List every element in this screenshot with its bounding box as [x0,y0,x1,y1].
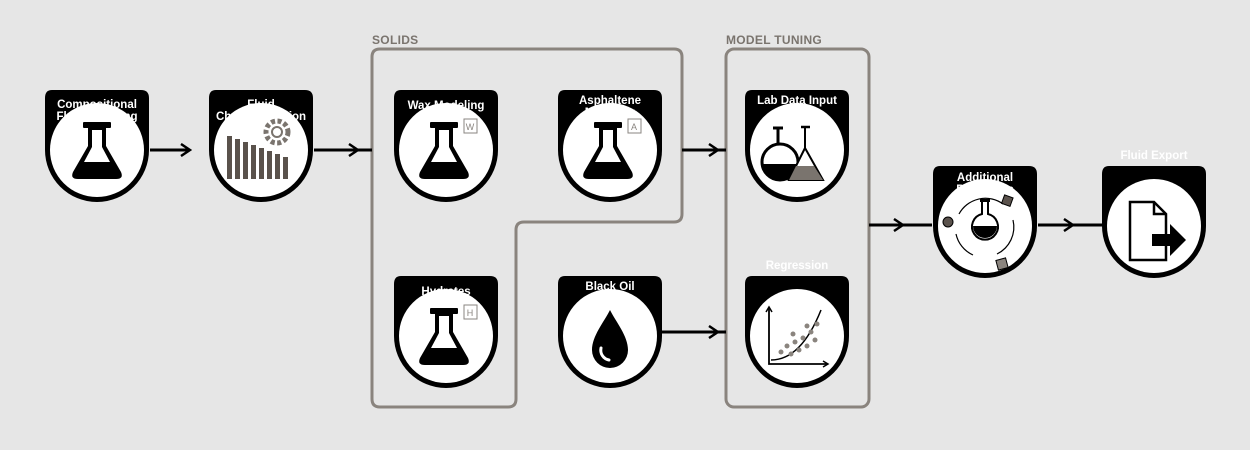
node-title-line2: Processes [956,184,1014,196]
file-export-icon [1128,200,1186,262]
node-regression[interactable]: Regression [745,260,849,388]
solids-group-label: SOLIDS [372,33,418,47]
cycle-flask-icon [942,194,1015,271]
solids-group-border [370,47,684,409]
node-black-oil-fluids[interactable]: Black Oil Fluids [558,276,662,388]
node-title-line1: Hydrates [421,286,470,298]
node-title-line1: Regression [766,260,829,272]
node-title-line1: Black Oil [585,281,634,293]
node-title-line2: Fluids [593,293,627,305]
node-title-line2: and QC [777,107,818,119]
node-title-line1: Lab Data Input [757,95,837,107]
bar-chart-gear-icon [227,118,291,179]
svg-text:W: W [466,122,475,132]
node-title-line2: Fluid Modeling [56,111,137,123]
node-title-line2: Characterization [216,111,306,123]
svg-text:A: A [631,122,637,132]
node-title-line1: Wax Modeling [408,100,485,112]
model-tuning-group-label: MODEL TUNING [726,33,822,47]
lab-glassware-icon [760,125,825,182]
scatter-regression-icon [765,305,830,368]
node-title-line2: Modeling [585,107,635,119]
node-hydrates[interactable]: Hydrates H [394,276,498,388]
node-compositional-fluid-modeling[interactable]: Compositional Fluid Modeling [45,90,149,202]
node-title-line1: Fluid [247,99,274,111]
node-title-line1: Fluid Export [1120,150,1187,162]
model-tuning-group-border [724,47,871,409]
svg-text:H: H [467,308,474,318]
node-title-line1: Asphaltene [579,95,641,107]
wax-tag-icon: W [463,118,478,134]
node-asphaltene-modeling[interactable]: Asphaltene Modeling A [558,90,662,202]
connectors [150,150,1102,332]
hydrates-tag-icon: H [463,304,478,320]
asphaltene-tag-icon: A [627,118,642,134]
node-wax-modeling[interactable]: Wax Modeling W [394,90,498,202]
node-title-line1: Compositional [57,99,137,111]
node-fluid-characterization[interactable]: Fluid Characterization [209,90,313,202]
node-title-line1: Additional [957,172,1013,184]
oil-drop-icon [592,310,628,368]
node-additional-processes[interactable]: Additional Processes [933,166,1037,278]
node-fluid-export[interactable]: Fluid Export [1102,150,1206,278]
node-lab-data-input-qc[interactable]: Lab Data Input and QC [745,90,849,202]
